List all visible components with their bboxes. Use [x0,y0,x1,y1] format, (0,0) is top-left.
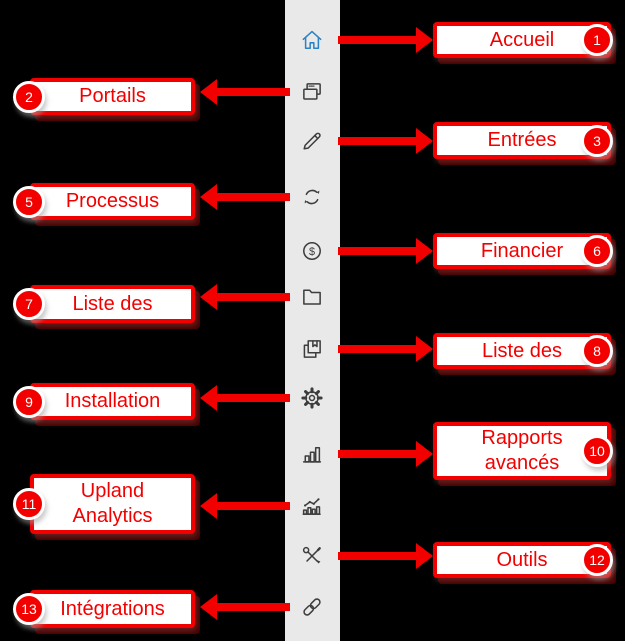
analytics-icon[interactable] [299,493,325,519]
callout-number-badge: 6 [581,235,613,267]
callout-number-badge: 8 [581,335,613,367]
callout-number-badge: 7 [13,288,45,320]
arrow-head [200,594,217,620]
arrow-head [416,128,433,154]
arrow-shaft [216,603,290,611]
arrow-shaft [216,88,290,96]
callout-label: Rapports avancés [481,427,563,474]
callout-label: Intégrations [60,597,165,620]
arrow-head [416,543,433,569]
callout-label: Installation [64,390,161,412]
callout-number-badge: 9 [13,385,45,418]
callout-box-bar-chart: Rapports avancés 10 [433,422,613,480]
callout-number-badge: 3 [581,124,613,157]
arrow-to-link [200,594,290,620]
callout-box-link: Intégrations 13 [13,590,195,628]
callout-label: Accueil [489,28,555,51]
callout-box-book: Liste des 8 [433,333,613,369]
arrow-shaft [338,450,417,458]
arrow-head [200,493,217,519]
book-icon[interactable] [299,336,325,362]
arrow-head [200,184,217,210]
arrow-to-home [338,27,433,53]
app-sidebar: $ [285,0,340,641]
arrow-to-folder [200,284,290,310]
pencil-icon[interactable] [299,128,325,154]
arrow-to-dollar [338,238,433,264]
arrow-shaft [338,247,417,255]
callout-label: Liste des [481,339,563,362]
callout-label: Outils [496,548,548,571]
folder-icon[interactable] [299,284,325,310]
arrow-head [200,385,217,411]
arrow-to-portals [200,79,290,105]
callout-label: Upland Analytics [72,480,153,527]
svg-text:$: $ [309,246,315,258]
callout-box-sync: Processus 5 [13,183,195,220]
arrow-head [200,284,217,310]
arrow-shaft [338,552,417,560]
arrow-to-bar-chart [338,441,433,467]
callout-box-pencil: Entrées 3 [433,122,613,159]
arrow-shaft [216,193,290,201]
arrow-to-book [338,336,433,362]
callout-box-home: Accueil 1 [433,22,613,58]
callout-box-gear: Installation 9 [13,383,195,420]
arrow-to-gear [200,385,290,411]
dollar-icon[interactable]: $ [299,238,325,264]
arrow-shaft [216,293,290,301]
arrow-to-pencil [338,128,433,154]
callout-number-badge: 12 [581,544,613,576]
callout-number-badge: 5 [13,185,45,218]
arrow-head [416,27,433,53]
portals-icon[interactable] [299,79,325,105]
callout-box-portals: Portails 2 [13,78,195,115]
callout-label: Financier [480,239,564,262]
bar-chart-icon[interactable] [299,441,325,467]
arrow-shaft [216,502,290,510]
callout-number-badge: 13 [13,593,45,625]
arrow-shaft [338,36,417,44]
arrow-shaft [338,345,417,353]
callout-number-badge: 10 [581,435,613,467]
callout-box-folder: Liste des 7 [13,285,195,323]
callout-label: Entrées [487,129,557,151]
home-icon[interactable] [299,27,325,53]
arrow-to-tools [338,543,433,569]
arrow-shaft [216,394,290,402]
sync-icon[interactable] [299,184,325,210]
gear-icon[interactable] [299,385,325,411]
arrow-head [200,79,217,105]
callout-number-badge: 2 [13,80,45,113]
link-icon[interactable] [299,594,325,620]
callout-label: Liste des [72,292,153,315]
arrow-to-sync [200,184,290,210]
arrow-head [416,336,433,362]
arrow-head [416,238,433,264]
callout-label: Processus [65,190,160,212]
arrow-head [416,441,433,467]
arrow-shaft [338,137,417,145]
tools-icon[interactable] [299,543,325,569]
callout-label: Portails [79,85,146,107]
callout-box-tools: Outils 12 [433,542,613,578]
callout-box-analytics: Upland Analytics 11 [13,474,195,534]
callout-number-badge: 11 [13,488,45,520]
callout-number-badge: 1 [581,24,613,56]
callout-box-dollar: Financier 6 [433,233,613,269]
arrow-to-analytics [200,493,290,519]
